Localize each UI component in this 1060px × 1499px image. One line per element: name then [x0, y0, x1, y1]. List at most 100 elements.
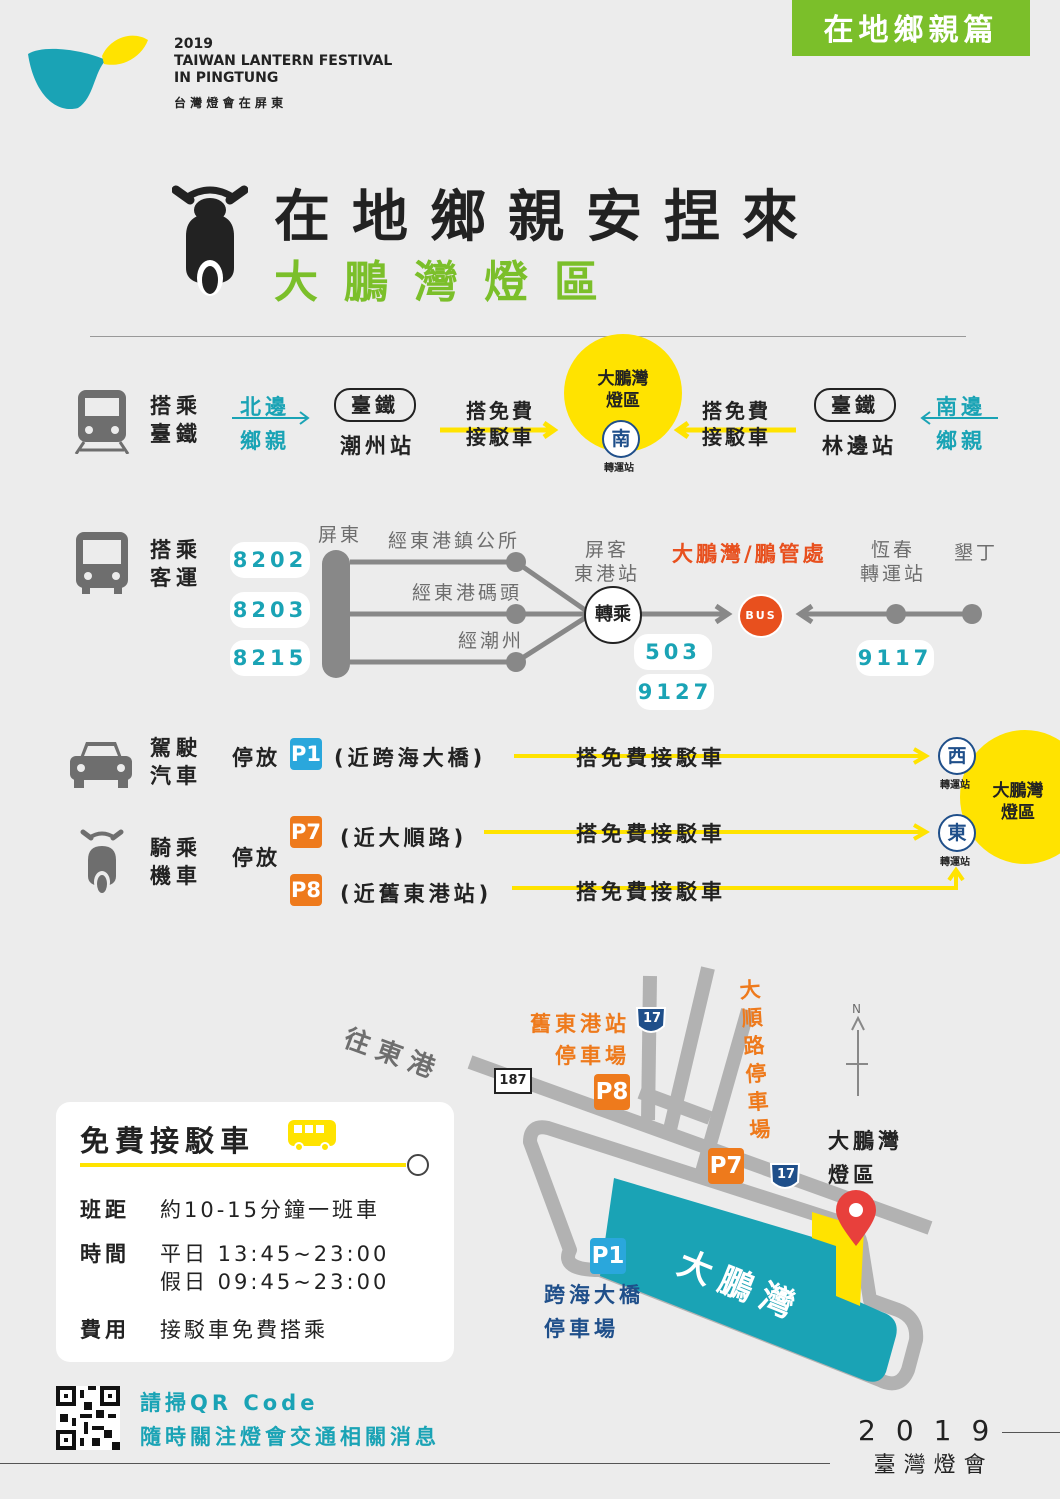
scooter-lot-p8-note: (近舊東港站) [340, 882, 493, 906]
bus-route-503: 503 [634, 634, 712, 670]
rail-north-2: 鄉親 [240, 429, 290, 453]
shuttle-info-title: 免費接駁車 [80, 1124, 256, 1158]
map-p1-name-1: 跨海大橋 [544, 1283, 644, 1307]
bus-route-diagram [322, 550, 982, 678]
car-shuttle: 搭免費接駁車 [576, 746, 726, 770]
rail-shuttle-right-1: 搭免費 [702, 399, 771, 423]
bus-stop-text: BUS [745, 609, 777, 622]
rail-shuttle-right-2: 接駁車 [702, 425, 771, 449]
festival-logo [28, 35, 148, 110]
scooter-label-2: 機車 [150, 864, 202, 888]
bus-route-9127: 9127 [636, 674, 714, 710]
bus-icon [76, 532, 128, 594]
map-zone-2: 燈區 [828, 1163, 878, 1187]
shuttle-info-val-2b: 假日 09:45~23:00 [160, 1270, 390, 1294]
rail-hub-caption: 轉運站 [604, 463, 634, 474]
bus-origin: 屏東 [318, 524, 363, 546]
car-lot-note: (近跨海大橋) [334, 746, 487, 770]
bus-via-1: 經東港鎮公所 [388, 530, 521, 552]
qr-code[interactable] [56, 1386, 120, 1450]
rail-shuttle-left-1: 搭免費 [466, 399, 535, 423]
bus-via-2: 經東港碼頭 [412, 582, 523, 604]
event-year: 2019 [174, 36, 213, 52]
shuttle-info-key-3: 費用 [80, 1318, 130, 1342]
car-label-2: 汽車 [150, 764, 202, 788]
south-arrow-icon [920, 411, 998, 425]
bus-south-end: 墾丁 [954, 542, 999, 564]
bus-transfer-circle: 轉乘 [584, 586, 642, 644]
footer-line-right [1002, 1432, 1060, 1433]
scooter-label-1: 騎乘 [150, 836, 202, 860]
shuttle-info-rule [80, 1154, 429, 1176]
footer-year: 2019 [858, 1414, 1010, 1447]
scooter-small-icon [80, 829, 124, 893]
scooter-hub-east: 東 [938, 814, 976, 852]
page-title: 在地鄉親安捏來 [274, 185, 820, 250]
train-icon [74, 390, 130, 454]
map-p1-name-2: 停車場 [544, 1317, 619, 1341]
bus-route-8215: 8215 [230, 640, 310, 676]
corner-tag: 在地鄉親篇 [792, 0, 1030, 56]
car-hub-caption: 轉運站 [940, 780, 970, 791]
car-lot-p1: P1 [290, 738, 322, 770]
bus-transfer-station-1: 屏客 [585, 539, 630, 561]
bus-south-stop-1: 恆春 [871, 539, 916, 561]
scooter-shuttle-lines [484, 823, 965, 890]
map-p8-badge: P8 [594, 1074, 630, 1110]
qr-line-1: 請掃QR Code [140, 1391, 319, 1415]
map-north: N [852, 1002, 861, 1016]
shuttle-info-key-1: 班距 [80, 1198, 130, 1222]
car-hub-west: 西 [938, 737, 976, 775]
divider [90, 336, 966, 337]
shuttle-info-key-2: 時間 [80, 1242, 130, 1266]
north-arrow-icon [232, 411, 310, 425]
footer-name: 臺灣燈會 [873, 1453, 994, 1478]
map-road-17a: 17 [642, 1011, 662, 1026]
bus-route-8202: 8202 [230, 542, 310, 578]
event-name-line1: TAIWAN LANTERN FESTIVAL [174, 53, 393, 69]
rail-south-1: 南邊 [936, 395, 986, 419]
bus-label-1: 搭乘 [150, 538, 202, 562]
page-subtitle: 大鵬灣燈區 [274, 257, 624, 308]
map-road-187: 187 [494, 1068, 532, 1094]
shuttle-info-val-2a: 平日 13:45~23:00 [160, 1242, 390, 1266]
car-shuttle-line [514, 747, 930, 765]
rail-left-station: 潮州站 [340, 434, 415, 458]
bus-destination: 大鵬灣/鵬管處 [672, 542, 827, 566]
west-zone-2: 燈區 [1001, 803, 1035, 823]
footer-line-left [0, 1463, 830, 1464]
corner-tag-text: 在地鄉親篇 [823, 13, 999, 48]
scooter-hub-caption: 轉運站 [940, 857, 970, 868]
scooter-shuttle-1: 搭免費接駁車 [576, 822, 726, 846]
shuttle-info-card [56, 1102, 454, 1362]
rail-hub-south: 南 [602, 420, 640, 458]
map-p8-name-1: 舊東港站 [530, 1012, 630, 1036]
scooter-shuttle-2: 搭免費接駁車 [576, 880, 726, 904]
bus-transfer-text: 轉乘 [595, 604, 631, 625]
car-label-1: 駕駛 [150, 736, 202, 760]
map-p7-badge: P7 [708, 1148, 744, 1184]
scooter-lot-p7: P7 [290, 816, 322, 848]
scooter-lot-p8: P8 [290, 874, 322, 906]
rail-south-2: 鄉親 [936, 429, 986, 453]
car-park: 停放 [232, 746, 280, 770]
car-icon [70, 742, 132, 788]
rail-zone-2: 燈區 [606, 391, 640, 411]
west-zone-circle [960, 730, 1060, 864]
rail-zone-1: 大鵬灣 [597, 369, 649, 389]
rail-right-station: 林邊站 [822, 434, 897, 458]
scooter-icon [172, 185, 248, 296]
bus-transfer-station-2: 東港站 [574, 563, 641, 585]
rail-label-2: 臺鐵 [150, 422, 202, 446]
rail-right-brand: 臺鐵 [814, 388, 896, 422]
qr-line-2: 隨時關注燈會交通相關消息 [140, 1425, 440, 1449]
scooter-park: 停放 [232, 846, 280, 870]
map-p1-badge: P1 [590, 1238, 626, 1274]
west-zone-1: 大鵬灣 [992, 781, 1044, 801]
map-p8-name-2: 停車場 [555, 1044, 630, 1068]
bus-label-2: 客運 [150, 566, 202, 590]
shuttle-bus-icon [288, 1120, 336, 1152]
shuttle-info-val-3: 接駁車免費搭乘 [160, 1318, 328, 1342]
rail-north-1: 北邊 [240, 395, 290, 419]
rail-shuttle-line [440, 420, 796, 440]
